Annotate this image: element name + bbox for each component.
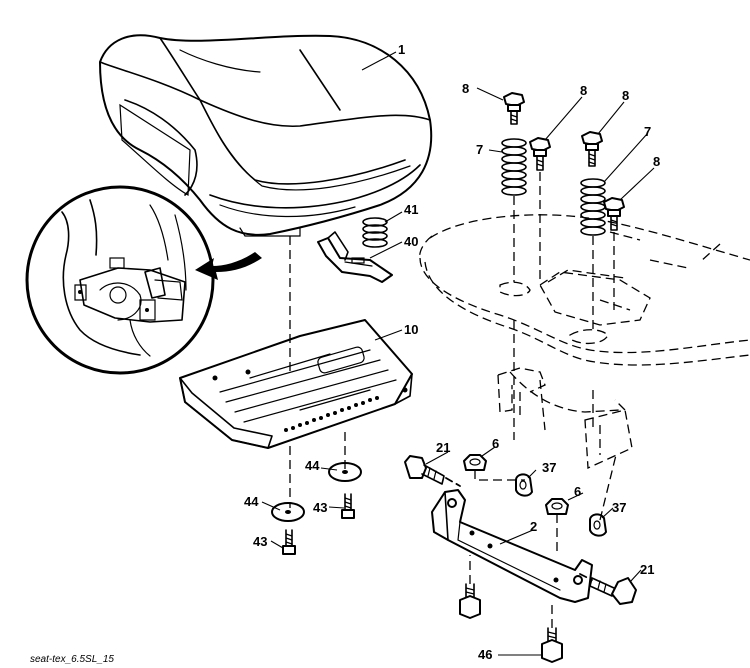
washer-37-b [589,513,607,537]
washer-44-a [271,502,305,522]
figure-id: seat-tex_6.5SL_15 [30,654,114,665]
callout-8-a: 8 [462,81,469,96]
callout-10: 10 [404,322,418,337]
bolt-21-a [404,455,445,485]
clip-40 [317,231,393,283]
callout-8-d: 8 [653,154,660,169]
seat [99,34,433,237]
bolt-43-b [341,493,355,519]
callout-labels: 1 8 8 8 7 7 8 41 40 10 21 6 44 37 6 44 4… [244,42,660,662]
callout-44-a: 44 [244,494,259,509]
assembly-lines [289,172,617,628]
spring-7-a [501,138,527,196]
nut-6-a [463,454,487,471]
callout-6-a: 6 [492,436,499,451]
seat-pan [179,319,413,449]
bracket-2 [431,489,593,603]
callout-21-a: 21 [436,440,450,455]
spring-41 [362,217,388,248]
callout-40: 40 [404,234,418,249]
detail-arrow [195,252,262,280]
callout-46: 46 [478,647,492,662]
callout-21-b: 21 [640,562,654,577]
adjustment-holes [284,396,379,432]
callout-1: 1 [398,42,405,57]
leader-lines [261,51,655,656]
callout-37-a: 37 [542,460,556,475]
callout-2: 2 [530,519,537,534]
callout-44-b: 44 [305,458,320,473]
bolt-8-d [603,197,625,231]
nut-6-b [545,498,569,515]
callout-43-a: 43 [253,534,267,549]
callout-6-b: 6 [574,484,581,499]
callout-7-b: 7 [476,142,483,157]
callout-8-b: 8 [580,83,587,98]
bolt-46-b [541,627,563,663]
bolt-43-a [282,529,296,555]
bolt-46-a [459,583,481,619]
washer-37-a [515,473,533,497]
detail-inset [25,185,215,375]
spring-7-b [580,178,606,236]
callout-8-c: 8 [622,88,629,103]
mower-frame [418,214,750,469]
callout-7-a: 7 [644,124,651,139]
bolt-21-b [589,577,637,605]
callout-37-b: 37 [612,500,626,515]
bolt-8-a [503,92,525,125]
callout-43-b: 43 [313,500,327,515]
bolt-8-b [529,137,551,171]
bolt-8-c [581,131,603,167]
callout-41: 41 [404,202,418,217]
